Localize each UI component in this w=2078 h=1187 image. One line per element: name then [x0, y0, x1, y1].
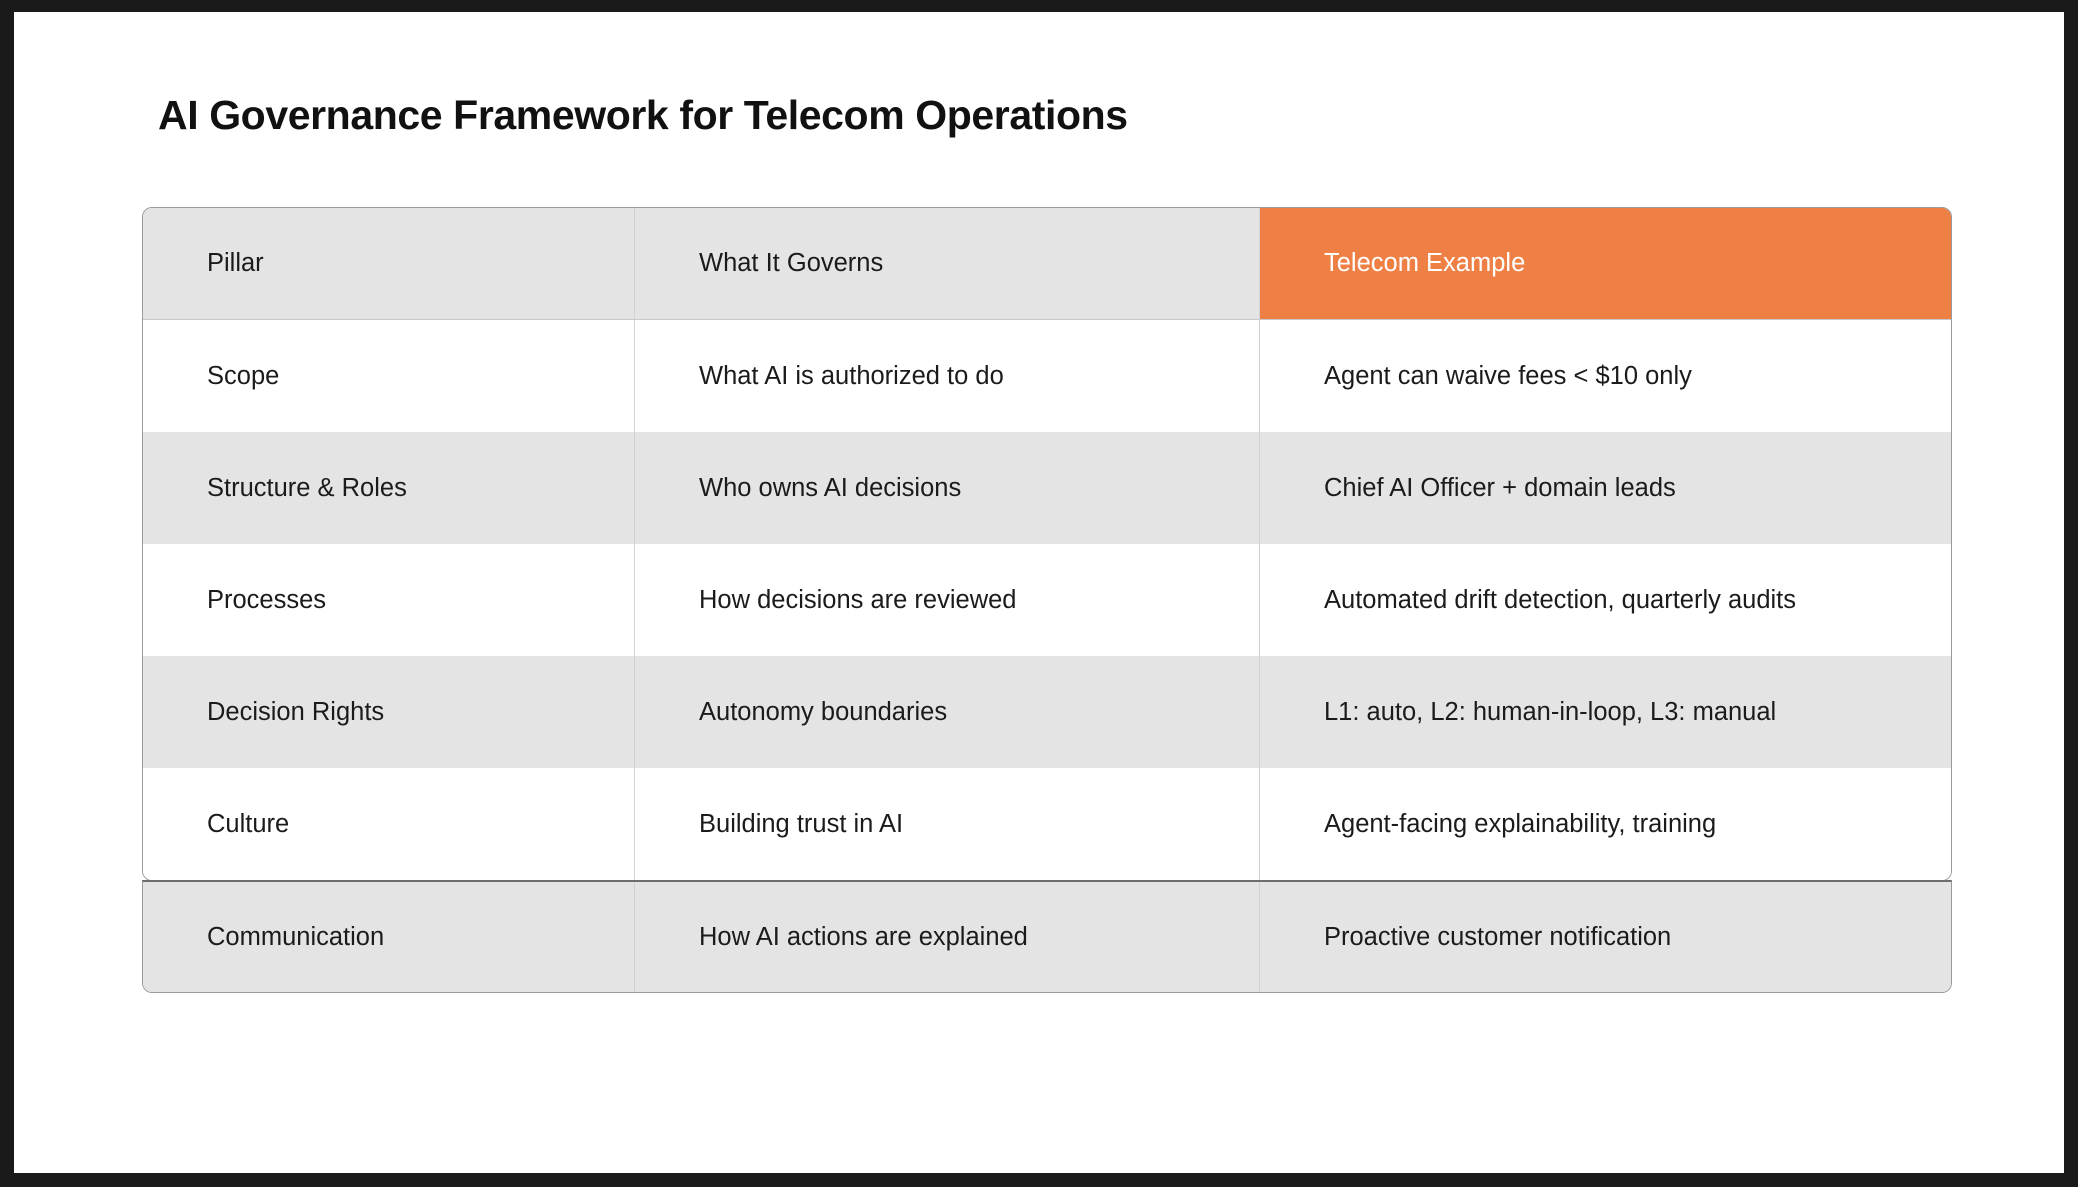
cell-example: Proactive customer notification	[1260, 882, 1951, 992]
table-row: Communication How AI actions are explain…	[143, 882, 1951, 992]
content-card: AI Governance Framework for Telecom Oper…	[14, 12, 2064, 1173]
column-header-pillar[interactable]: Pillar	[143, 208, 635, 320]
cell-example: L1: auto, L2: human-in-loop, L3: manual	[1260, 656, 1951, 768]
page-title: AI Governance Framework for Telecom Oper…	[158, 92, 1128, 138]
cell-pillar: Processes	[143, 544, 635, 656]
governance-table-region: Pillar What It Governs Telecom Example S…	[142, 207, 1952, 993]
table-row: Scope What AI is authorized to do Agent …	[143, 320, 1951, 432]
cell-example: Automated drift detection, quarterly aud…	[1260, 544, 1951, 656]
cell-pillar: Communication	[143, 882, 635, 992]
cell-pillar: Culture	[143, 768, 635, 880]
table-row: Processes How decisions are reviewed Aut…	[143, 544, 1951, 656]
cell-example: Agent can waive fees < $10 only	[1260, 320, 1951, 432]
cell-governs: Who owns AI decisions	[635, 432, 1260, 544]
cell-governs: Autonomy boundaries	[635, 656, 1260, 768]
cell-pillar: Scope	[143, 320, 635, 432]
governance-table-trailing: Communication How AI actions are explain…	[142, 880, 1952, 993]
cell-governs: How decisions are reviewed	[635, 544, 1260, 656]
cell-pillar: Decision Rights	[143, 656, 635, 768]
table-row: Culture Building trust in AI Agent-facin…	[143, 768, 1951, 880]
cell-governs: What AI is authorized to do	[635, 320, 1260, 432]
column-header-governs[interactable]: What It Governs	[635, 208, 1260, 320]
cell-pillar: Structure & Roles	[143, 432, 635, 544]
table-row: Decision Rights Autonomy boundaries L1: …	[143, 656, 1951, 768]
governance-table: Pillar What It Governs Telecom Example S…	[142, 207, 1952, 881]
cell-governs: Building trust in AI	[635, 768, 1260, 880]
column-header-telecom-example[interactable]: Telecom Example	[1260, 208, 1951, 320]
cell-example: Chief AI Officer + domain leads	[1260, 432, 1951, 544]
cell-example: Agent-facing explainability, training	[1260, 768, 1951, 880]
cell-governs: How AI actions are explained	[635, 882, 1260, 992]
table-header-row: Pillar What It Governs Telecom Example	[143, 208, 1951, 320]
table-row: Structure & Roles Who owns AI decisions …	[143, 432, 1951, 544]
